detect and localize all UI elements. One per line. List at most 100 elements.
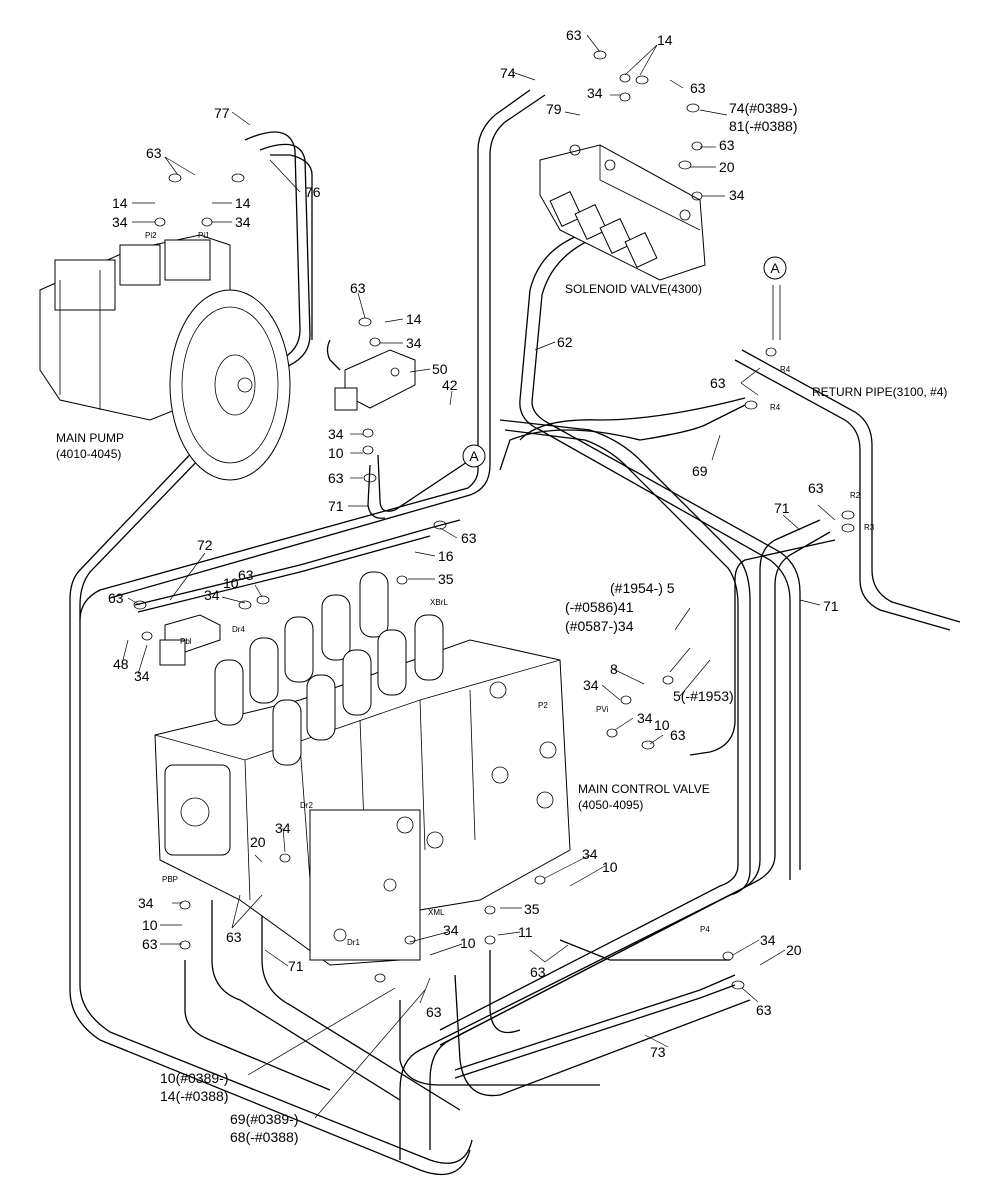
- label-10-h: 10: [654, 717, 670, 733]
- label-71-a: 71: [328, 498, 344, 514]
- fittings: [133, 50, 855, 990]
- label-34-pr: 34: [235, 214, 251, 230]
- port-pbl: Pbl: [180, 637, 192, 646]
- label-10-k: 10: [602, 859, 618, 875]
- label-5-1953: 5(-#1953): [673, 688, 734, 704]
- port-pbp: PBP: [162, 875, 178, 884]
- label-41-0586: (-#0586)41: [565, 599, 634, 615]
- label-81-0388: 81(-#0388): [729, 118, 798, 134]
- label-20-i: 20: [250, 834, 266, 850]
- label-71-d: 71: [288, 958, 304, 974]
- label-77: 77: [214, 105, 230, 121]
- label-10-left: 10: [328, 445, 344, 461]
- label-10-0389: 10(#0389-): [160, 1070, 229, 1086]
- label-63-k: 63: [226, 929, 242, 945]
- label-63-n: 63: [756, 1002, 772, 1018]
- label-63-c: 63: [719, 137, 735, 153]
- label-11: 11: [518, 924, 533, 940]
- label-63-b: 63: [690, 80, 706, 96]
- label-48: 48: [113, 656, 129, 672]
- main-control-valve: [154, 571, 571, 966]
- label-14-pr: 14: [235, 195, 251, 211]
- continuation-marker-a: A A: [462, 256, 787, 468]
- label-34-a: 34: [587, 85, 603, 101]
- marker-a-mid-label: A: [469, 448, 479, 464]
- label-69: 69: [692, 463, 708, 479]
- main-control-valve-range: (4050-4095): [578, 798, 643, 812]
- label-74: 74: [500, 65, 516, 81]
- label-63-m: 63: [426, 1004, 442, 1020]
- label-34-j: 34: [138, 895, 154, 911]
- port-dr2: Dr2: [300, 801, 313, 810]
- label-79: 79: [546, 101, 562, 117]
- port-pi1: Pi1: [198, 231, 210, 240]
- label-69-0389: 69(#0389-): [230, 1111, 299, 1127]
- label-63-h: 63: [670, 727, 686, 743]
- label-63-pump: 63: [146, 145, 162, 161]
- label-42: 42: [442, 377, 458, 393]
- label-73: 73: [650, 1044, 666, 1060]
- port-dr4: Dr4: [232, 625, 245, 634]
- label-63-g: 63: [461, 530, 477, 546]
- label-63-return: 63: [710, 375, 726, 391]
- label-63-d: 63: [808, 480, 824, 496]
- label-10-j: 10: [142, 917, 158, 933]
- label-34-k: 34: [582, 846, 598, 862]
- port-p4: P4: [700, 925, 710, 934]
- solenoid-valve: [539, 144, 706, 281]
- label-63-top: 63: [566, 27, 582, 43]
- main-pump-range: (4010-4045): [56, 447, 121, 461]
- port-xml: XML: [428, 908, 445, 917]
- label-34-g: 34: [583, 677, 599, 693]
- label-14-top: 14: [657, 32, 673, 48]
- label-74-0389: 74(#0389-): [729, 100, 798, 116]
- label-71-c: 71: [823, 598, 839, 614]
- label-63-j: 63: [142, 936, 158, 952]
- label-34-m: 34: [760, 932, 776, 948]
- label-20-a: 20: [719, 159, 735, 175]
- label-14-0388: 14(-#0388): [160, 1088, 229, 1104]
- label-63-e: 63: [108, 590, 124, 606]
- part-number-labels: 63 14 74 63 34 79 74(#0389-) 81(-#0388) …: [108, 27, 839, 1145]
- label-34-e: 34: [204, 587, 220, 603]
- main-pump: [39, 234, 291, 481]
- main-control-valve-caption: MAIN CONTROL VALVE: [578, 782, 710, 796]
- port-pvi: PVi: [596, 705, 609, 714]
- label-35-a: 35: [438, 571, 454, 587]
- label-72: 72: [197, 537, 213, 553]
- marker-a-top-label: A: [770, 260, 780, 276]
- return-pipe-caption: RETURN PIPE(3100, #4): [812, 385, 947, 399]
- label-34-l: 34: [443, 922, 459, 938]
- label-34-b: 34: [729, 187, 745, 203]
- component-captions: MAIN PUMP (4010-4045) SOLENOID VALVE(430…: [56, 282, 947, 812]
- label-63-f: 63: [238, 567, 254, 583]
- label-34-pl: 34: [112, 214, 128, 230]
- label-63-left: 63: [328, 470, 344, 486]
- label-76: 76: [305, 184, 321, 200]
- port-pi2: Pi2: [145, 231, 157, 240]
- main-pump-caption: MAIN PUMP: [56, 431, 124, 445]
- port-r4-a: R4: [780, 365, 791, 374]
- label-16: 16: [438, 548, 454, 564]
- port-xbrl: XBrL: [430, 598, 448, 607]
- label-14-block: 14: [406, 311, 422, 327]
- label-10-e: 10: [223, 575, 239, 591]
- label-63-l: 63: [530, 964, 546, 980]
- label-34-i: 34: [275, 820, 291, 836]
- leader-lines: [121, 34, 836, 1119]
- left-pilot-valve: [159, 614, 221, 666]
- hose-lines: [69, 89, 961, 1176]
- pilot-block: [334, 349, 416, 411]
- label-34-block: 34: [406, 335, 422, 351]
- label-62: 62: [557, 334, 573, 350]
- label-10-l: 10: [460, 935, 476, 951]
- label-68-0388: 68(-#0388): [230, 1129, 299, 1145]
- label-14-pl: 14: [112, 195, 128, 211]
- port-p2: P2: [538, 701, 548, 710]
- label-20-m: 20: [786, 942, 802, 958]
- label-34-f: 34: [134, 668, 150, 684]
- label-71-b: 71: [774, 500, 790, 516]
- label-35-b: 35: [524, 901, 540, 917]
